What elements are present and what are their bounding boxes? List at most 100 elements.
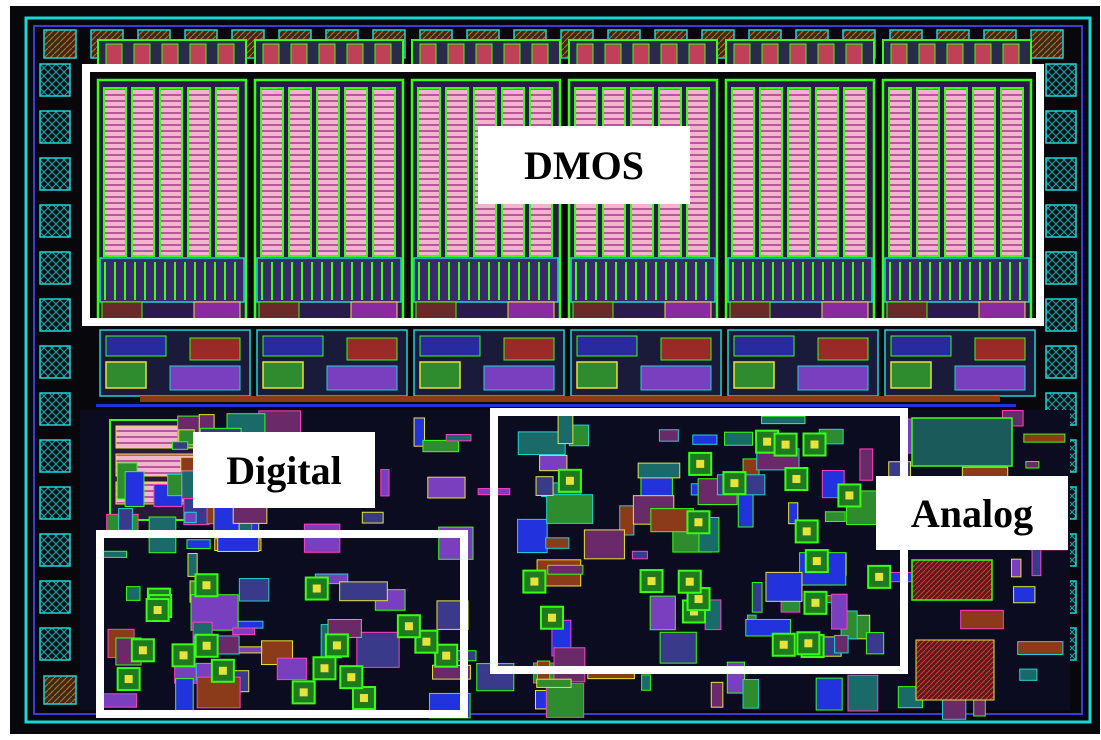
layout-shape	[318, 43, 336, 67]
layout-shape	[694, 595, 703, 604]
layout-shape	[729, 301, 771, 321]
layout-shape	[332, 641, 341, 650]
layout-shape	[442, 651, 451, 660]
layout-shape	[39, 157, 71, 191]
layout-shape	[448, 262, 450, 300]
layout-shape	[547, 564, 584, 575]
layout-shape	[214, 262, 216, 300]
layout-shape	[974, 337, 1026, 361]
layout-shape	[812, 262, 814, 300]
layout-shape	[262, 43, 280, 67]
layout-shape	[518, 262, 520, 300]
layout-shape	[339, 581, 388, 602]
layout-shape	[105, 335, 167, 357]
layout-shape	[724, 431, 754, 446]
layout-shape	[498, 262, 500, 300]
layout-shape	[675, 262, 677, 300]
layout-shape	[710, 681, 724, 708]
layout-shape	[299, 688, 308, 697]
layout-shape	[281, 262, 283, 300]
layout-shape	[545, 682, 585, 718]
layout-shape	[144, 262, 146, 300]
layout-shape	[745, 618, 791, 637]
layout-shape	[508, 262, 510, 300]
layout-shape	[312, 584, 321, 593]
layout-shape	[565, 476, 574, 485]
layout-shape	[842, 262, 844, 300]
layout-shape	[238, 578, 270, 602]
layout-shape	[862, 262, 864, 300]
layout-shape	[361, 511, 384, 524]
layout-shape	[290, 43, 308, 67]
layout-shape	[772, 262, 774, 300]
layout-shape	[834, 634, 849, 654]
layout-shape	[1045, 251, 1077, 285]
layout-shape	[742, 262, 744, 300]
layout-shape	[792, 474, 801, 483]
layout-shape	[39, 392, 71, 426]
layout-shape	[655, 262, 657, 300]
layout-shape	[824, 511, 846, 522]
layout-shape	[234, 262, 236, 300]
layout-shape	[381, 262, 383, 300]
layout-shape	[647, 577, 656, 586]
layout-shape	[438, 262, 440, 300]
layout-shape	[802, 527, 811, 536]
layout-shape	[39, 298, 71, 332]
layout-shape	[733, 335, 795, 357]
layout-shape	[640, 365, 712, 391]
layout-shape	[39, 251, 71, 285]
layout-shape	[761, 415, 806, 425]
layout-shape	[175, 678, 194, 712]
layout-shape	[530, 577, 539, 586]
layout-shape	[572, 301, 614, 321]
layout-shape	[528, 262, 530, 300]
layout-shape	[331, 262, 333, 300]
layout-shape	[797, 365, 869, 391]
layout-shape	[911, 559, 993, 601]
layout-shape	[737, 490, 754, 528]
layout-shape	[659, 631, 697, 664]
layout-shape	[1045, 204, 1077, 238]
layout-shape	[831, 593, 848, 630]
layout-shape	[535, 476, 554, 496]
layout-shape	[303, 523, 341, 553]
layout-shape	[320, 664, 329, 673]
layout-shape	[39, 345, 71, 379]
layout-shape	[664, 301, 712, 321]
layout-shape	[884, 257, 1030, 303]
layout-shape	[811, 598, 820, 607]
layout-shape	[174, 262, 176, 300]
layout-shape	[103, 693, 137, 708]
layout-shape	[124, 262, 126, 300]
layout-shape	[978, 301, 1026, 321]
layout-shape	[641, 674, 651, 691]
layout-shape	[979, 262, 981, 300]
layout-shape	[468, 262, 470, 300]
layout-shape	[763, 437, 772, 446]
layout-shape	[815, 87, 839, 257]
layout-shape	[705, 262, 707, 300]
layout-shape	[413, 417, 425, 447]
layout-shape	[731, 87, 755, 257]
layout-shape	[765, 571, 803, 602]
layout-shape	[103, 87, 127, 257]
layout-shape	[326, 365, 398, 391]
layout-shape	[685, 577, 694, 586]
layout-shape	[762, 262, 764, 300]
layout-shape	[615, 262, 617, 300]
layout-shape	[733, 43, 751, 67]
layout-shape	[447, 43, 465, 67]
layout-shape	[347, 673, 356, 682]
layout-shape	[821, 301, 869, 321]
layout-shape	[475, 43, 493, 67]
layout-shape	[548, 262, 550, 300]
layout-shape	[779, 640, 788, 649]
layout-shape	[39, 486, 71, 520]
layout-shape	[346, 337, 398, 361]
layout-shape	[271, 262, 273, 300]
layout-shape	[114, 262, 116, 300]
layout-shape	[39, 63, 71, 97]
layout-shape	[215, 87, 239, 257]
